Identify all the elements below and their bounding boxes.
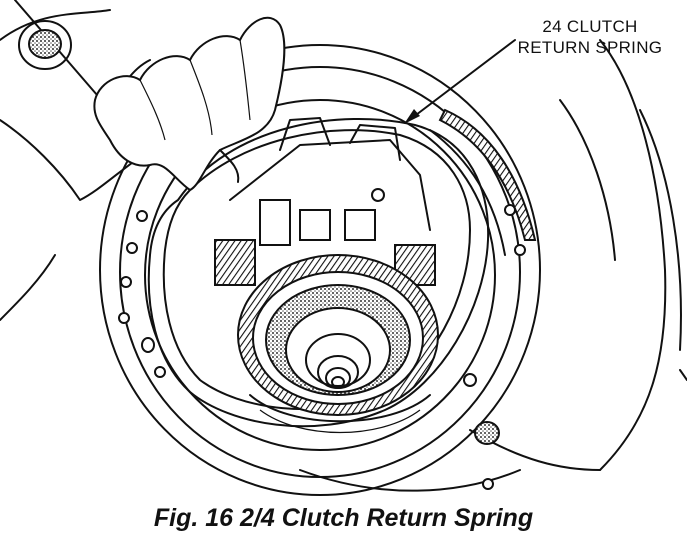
ring-gear bbox=[429, 108, 537, 256]
figure-caption: Fig. 16 2/4 Clutch Return Spring bbox=[153, 504, 534, 532]
callout-leader bbox=[404, 39, 516, 124]
transmission-illustration bbox=[0, 0, 687, 496]
case-boss bbox=[18, 20, 72, 70]
callout-label: 24 CLUTCH RETURN SPRING bbox=[500, 16, 680, 58]
transmission-case bbox=[0, 0, 687, 496]
clutch-pack bbox=[214, 117, 439, 434]
callout-line2: RETURN SPRING bbox=[517, 38, 663, 57]
callout-line1: 24 CLUTCH bbox=[542, 17, 638, 36]
hand bbox=[93, 16, 286, 192]
bolt-holes bbox=[118, 204, 526, 490]
